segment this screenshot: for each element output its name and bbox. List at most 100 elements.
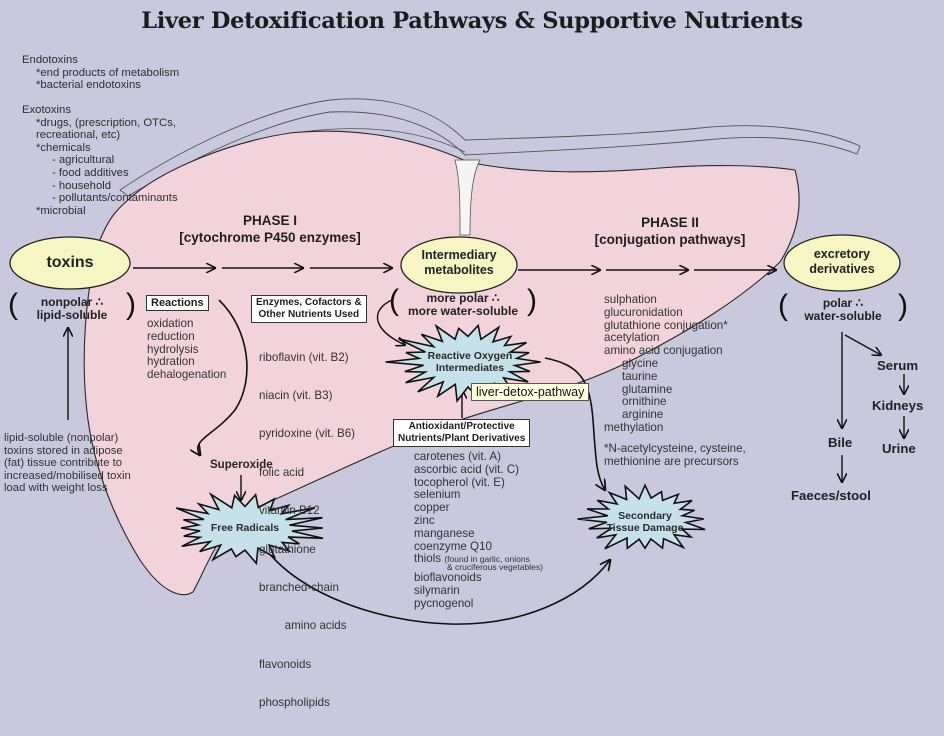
toxins-property-line2: lipid-soluble xyxy=(36,308,108,322)
open-paren: ( xyxy=(389,284,399,317)
page-title: Liver Detoxification Pathways & Supporti… xyxy=(141,8,803,34)
antioxidant-item: coenzyme Q10 xyxy=(414,539,492,553)
reactions-list: oxidation reduction hydrolysis hydration… xyxy=(147,317,227,382)
enzymes-to-roi-arrow xyxy=(376,299,405,345)
phase1-heading: PHASE I [cytochrome P450 enzymes] xyxy=(155,212,385,246)
endotoxins-block: Endotoxins *end products of metabolism *… xyxy=(22,54,179,92)
ligament-band xyxy=(119,98,861,197)
conjugation-list: sulphation glucuronidation glutathione c… xyxy=(604,293,746,468)
secondary-damage-line2: Tissue Damage xyxy=(606,522,684,534)
conjugation-item: glutathione conjugation* xyxy=(604,318,728,332)
free-radicals-label: Free Radicals xyxy=(210,522,280,534)
excretory-line1: excretory xyxy=(813,247,871,261)
excretory-label: excretory derivatives xyxy=(784,247,900,277)
excretory-property-line1: polar ∴ xyxy=(822,296,864,310)
adipose-note: lipid-soluble (nonpolar) toxins stored i… xyxy=(4,432,131,495)
enzyme-item: amino acids xyxy=(275,619,347,633)
reactions-label-box: Reactions xyxy=(146,295,209,311)
amino-acid-item: ornithine xyxy=(622,395,667,409)
enzymes-label-box: Enzymes, Cofactors & Other Nutrients Use… xyxy=(251,295,367,323)
thiols-note-line1: (found in garlic, onions xyxy=(444,554,530,565)
superoxide-label: Superoxide xyxy=(210,459,273,471)
conjugation-item: amino acid conjugation xyxy=(604,344,723,358)
enzyme-item: riboflavin (vit. B2) xyxy=(259,350,349,364)
antioxidant-item: copper xyxy=(414,501,450,515)
diagram-canvas: Liver Detoxification Pathways & Supporti… xyxy=(4,8,944,709)
open-paren: ( xyxy=(8,288,18,321)
close-paren: ) xyxy=(527,284,537,317)
enzyme-item: pyridoxine (vit. B6) xyxy=(259,427,356,441)
intermediary-property-line2: more water-soluble xyxy=(407,304,519,318)
amino-acid-item: glycine xyxy=(622,356,659,370)
adipose-note-line: toxins stored in adipose xyxy=(4,444,123,457)
conjugation-item: sulphation xyxy=(604,293,657,306)
conjugation-footnote-line1: *N-acetylcysteine, cysteine, xyxy=(604,441,746,455)
antioxidant-item: carotenes (vit. A) xyxy=(414,450,501,463)
antioxidant-item: ascorbic acid (vit. C) xyxy=(414,462,520,476)
reaction-item: dehalogenation xyxy=(147,368,227,382)
adipose-note-line: (fat) tissue contribute to xyxy=(4,457,123,470)
phase2-title: PHASE II xyxy=(641,215,699,230)
thiols-label: thiols xyxy=(414,552,442,566)
secondary-damage-burst xyxy=(577,483,706,550)
reactions-to-superoxide-arrow xyxy=(198,299,248,455)
adipose-note-line: increased/mobilised toxin xyxy=(4,469,131,482)
close-paren: ) xyxy=(898,289,908,322)
intermediary-label: Intermediary metabolites xyxy=(401,248,517,278)
phase2-subtitle: [conjugation pathways] xyxy=(594,232,746,247)
exotoxins-block: Exotoxins *drugs, (prescription, OTCs, r… xyxy=(22,104,178,217)
serum-label: Serum xyxy=(877,358,919,373)
antioxidants-list: carotenes (vit. A) ascorbic acid (vit. C… xyxy=(414,450,543,611)
phase1-title: PHASE I xyxy=(242,213,297,228)
enzyme-item: vitamin B12 xyxy=(259,504,320,518)
toxins-property-line1: nonpolar ∴ xyxy=(40,295,104,309)
enzyme-item: phospholipids xyxy=(259,696,330,710)
antioxidant-item: silymarin xyxy=(414,583,460,597)
enzyme-item: niacin (vit. B3) xyxy=(259,388,333,402)
tooltip: liver-detox-pathway xyxy=(471,383,590,401)
antioxidant-item-thiols: thiols (found in garlic, onions xyxy=(414,552,543,566)
endotoxin-item: *bacterial endotoxins xyxy=(36,79,141,92)
intermediary-property: ( more polar ∴ more water-soluble ) xyxy=(389,284,537,322)
diagram-background xyxy=(9,98,944,625)
antioxidant-item: zinc xyxy=(414,513,435,527)
open-paren: ( xyxy=(778,289,788,322)
reaction-item: reduction xyxy=(147,329,195,343)
enzyme-item: glutathione xyxy=(259,542,316,556)
exotoxin-item: - agricultural xyxy=(52,154,115,167)
close-paren: ) xyxy=(126,288,136,321)
toxins-label: toxins xyxy=(46,254,94,271)
enzyme-item: folic acid xyxy=(259,465,305,479)
antioxidant-item: manganese xyxy=(414,526,475,540)
intermediary-line2: metabolites xyxy=(424,263,494,277)
exotoxin-item: - food additives xyxy=(52,166,129,179)
antioxidants-label-line1: Antioxidant/Protective xyxy=(408,421,515,432)
excretory-property: ( polar ∴ water-soluble ) xyxy=(778,289,908,327)
endotoxin-item: *end products of metabolism xyxy=(36,66,180,79)
antioxidant-item: tocopherol (vit. E) xyxy=(414,475,505,489)
antioxidant-item: bioflavonoids xyxy=(414,571,482,585)
phase2-heading: PHASE II [conjugation pathways] xyxy=(570,214,770,248)
exotoxins-heading: Exotoxins xyxy=(22,104,71,116)
conjugation-item: acetylation xyxy=(604,331,660,345)
urine-label: Urine xyxy=(882,441,916,456)
reaction-item: hydrolysis xyxy=(147,342,199,356)
bile-duct xyxy=(454,159,481,236)
intermediary-property-line1: more polar ∴ xyxy=(426,291,500,305)
antioxidant-item: selenium xyxy=(414,488,461,502)
exotoxin-item: *drugs, (prescription, OTCs, xyxy=(36,116,176,129)
exotoxin-item: *microbial xyxy=(36,204,86,217)
excretory-line2: derivatives xyxy=(809,262,875,276)
roi-label-line1: Reactive Oxygen xyxy=(427,350,513,362)
intermediary-line1: Intermediary xyxy=(421,248,497,262)
phase1-subtitle: [cytochrome P450 enzymes] xyxy=(179,230,361,245)
serum-arrow xyxy=(844,334,881,355)
reaction-item: oxidation xyxy=(147,317,194,330)
antioxidants-label-box: Antioxidant/Protective Nutrients/Plant D… xyxy=(393,419,531,447)
radicals-to-damage-arrow xyxy=(264,547,610,625)
amino-acid-item: arginine xyxy=(622,408,664,422)
toxins-property: ( nonpolar ∴ lipid-soluble ) xyxy=(8,288,136,326)
thiols-note-line2: & cruciferous vegetables) xyxy=(447,562,543,573)
endotoxins-heading: Endotoxins xyxy=(22,54,78,66)
antioxidants-label-line2: Nutrients/Plant Derivatives xyxy=(398,433,526,444)
